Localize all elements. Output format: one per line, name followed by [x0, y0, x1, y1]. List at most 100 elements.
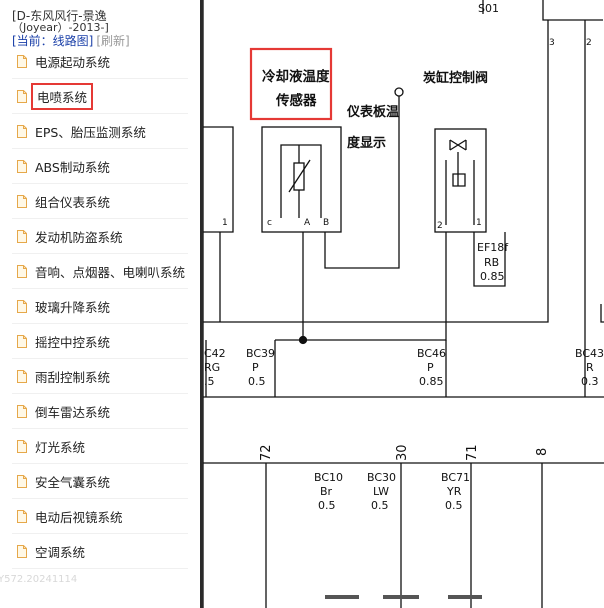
nav-item-label: EPS、胎压监测系统	[35, 124, 146, 140]
nav-item[interactable]: 发动机防盗系统	[12, 219, 188, 254]
refresh-link[interactable]: [刷新]	[96, 34, 130, 48]
sensor-wire	[280, 144, 322, 218]
pin-label: 3	[549, 38, 555, 48]
ef-code: EF18f	[477, 241, 509, 254]
bc71-color: YR	[446, 485, 462, 498]
nav-item-label: 电动后视镜系统	[35, 509, 123, 525]
nav-item[interactable]: 电源起动系统	[12, 44, 188, 79]
bc39-code: BC39	[246, 347, 275, 360]
bc10-code: BC10	[314, 471, 343, 484]
vehicle-model-sub: （Joyear）-2013-]	[12, 21, 109, 34]
nav-item[interactable]: ABS制动系统	[12, 149, 188, 184]
document-icon	[17, 299, 27, 313]
nav-item[interactable]: 倒车雷达系统	[12, 394, 188, 429]
test-point	[394, 87, 404, 97]
sidebar-panel: [D-东风风行-景逸 （Joyear）-2013-] [当前：线路图][刷新] …	[0, 0, 200, 608]
document-icon	[17, 229, 27, 243]
bc39-size: 0.5	[248, 375, 266, 388]
bc46-color: P	[427, 361, 434, 374]
bc10-size: 0.5	[318, 499, 336, 512]
bc43-color: R	[586, 361, 594, 374]
document-icon	[17, 89, 27, 103]
valve-box	[434, 128, 487, 233]
s01-label: S01	[478, 2, 499, 15]
nav-item[interactable]: 电喷系统	[12, 79, 188, 114]
bc42-size: .5	[204, 375, 215, 388]
bc30-size: 0.5	[371, 499, 389, 512]
nav-item-label: 雨刮控制系统	[35, 369, 111, 385]
system-list: 电源起动系统电喷系统 EPS、胎压监测系统 ABS制动系统组合仪表系统发动机防盗系统…	[12, 44, 188, 569]
nav-item-label: 发动机防盗系统	[35, 229, 123, 245]
nav-item[interactable]: 音响、点烟器、电喇叭系统	[12, 254, 188, 289]
bc42-color: RG	[204, 361, 220, 374]
bc30-code: BC30	[367, 471, 396, 484]
vehicle-model: [D-东风风行-景逸	[12, 9, 107, 23]
nav-item[interactable]: 组合仪表系统	[12, 184, 188, 219]
left-connector-box	[203, 126, 234, 233]
pin-label: 2	[437, 221, 443, 231]
nav-item-label: 玻璃升降系统	[35, 299, 111, 315]
nav-item-label: 组合仪表系统	[35, 194, 111, 210]
bc46-code: BC46	[417, 347, 446, 360]
gauge-label: 仪表板温	[346, 104, 399, 120]
document-icon	[17, 369, 27, 383]
pin-label: 1	[222, 218, 228, 228]
nav-item-label: 灯光系统	[35, 439, 86, 455]
nav-item-label: 空调系统	[35, 544, 86, 560]
nav-item[interactable]: EPS、胎压监测系统	[12, 114, 188, 149]
nav-item[interactable]: 玻璃升降系统	[12, 289, 188, 324]
current-view-label: [当前：线路图]	[12, 34, 94, 48]
pin-number: 8	[535, 448, 550, 456]
nav-item[interactable]: 摇控中控系统	[12, 324, 188, 359]
document-icon	[17, 404, 27, 418]
gauge-wire	[324, 96, 400, 269]
bc71-code: BC71	[441, 471, 470, 484]
valve-symbol	[449, 139, 467, 187]
document-icon	[17, 159, 27, 173]
valve-label: 炭缸控制阀	[423, 70, 488, 86]
pin-number: 71	[465, 444, 480, 461]
bc43-code: BC43	[575, 347, 604, 360]
sensor-title: 冷却液温度	[262, 68, 330, 85]
nav-item[interactable]: 安全气囊系统	[12, 464, 188, 499]
document-icon	[17, 334, 27, 348]
document-icon	[17, 474, 27, 488]
nav-item-label: ABS制动系统	[35, 159, 110, 175]
watermark: Y572.20241114	[0, 574, 78, 585]
bc43-size: 0.3	[581, 375, 599, 388]
pin-number: 72	[259, 444, 274, 461]
gauge-label-2: 度显示	[347, 135, 386, 151]
view-status: [当前：线路图][刷新]	[12, 32, 130, 49]
document-icon	[17, 54, 27, 68]
pin-number: 30	[395, 444, 410, 461]
sensor-title-2: 传感器	[275, 92, 317, 109]
panel-divider[interactable]	[200, 0, 203, 608]
wire	[600, 304, 604, 323]
document-icon	[17, 194, 27, 208]
nav-item-label: 电喷系统	[30, 82, 94, 110]
s01-box	[542, 0, 603, 21]
nav-item[interactable]: 灯光系统	[12, 429, 188, 464]
bus-wire	[203, 60, 549, 323]
pin-label: 2	[586, 38, 592, 48]
bc30-color: LW	[373, 485, 389, 498]
pin-label: c	[267, 218, 272, 228]
bc39-color: P	[252, 361, 259, 374]
nav-item-label: 安全气囊系统	[35, 474, 111, 490]
document-icon	[17, 124, 27, 138]
ef-wire-box	[473, 232, 506, 287]
nav-item[interactable]: 雨刮控制系统	[12, 359, 188, 394]
nav-item[interactable]: 电动后视镜系统	[12, 499, 188, 534]
nav-item-label: 音响、点烟器、电喇叭系统	[35, 264, 186, 280]
nav-item[interactable]: 空调系统	[12, 534, 188, 569]
ef-size: 0.85	[480, 270, 505, 283]
bc10-color: Br	[320, 485, 333, 498]
nav-item-label: 倒车雷达系统	[35, 404, 111, 420]
bc42-code: C42	[204, 347, 226, 360]
pin-label: A	[304, 218, 311, 228]
sensor-highlight	[249, 47, 333, 121]
bc46-size: 0.85	[419, 375, 444, 388]
sensor-box	[261, 126, 342, 233]
bc71-size: 0.5	[445, 499, 463, 512]
document-icon	[17, 544, 27, 558]
